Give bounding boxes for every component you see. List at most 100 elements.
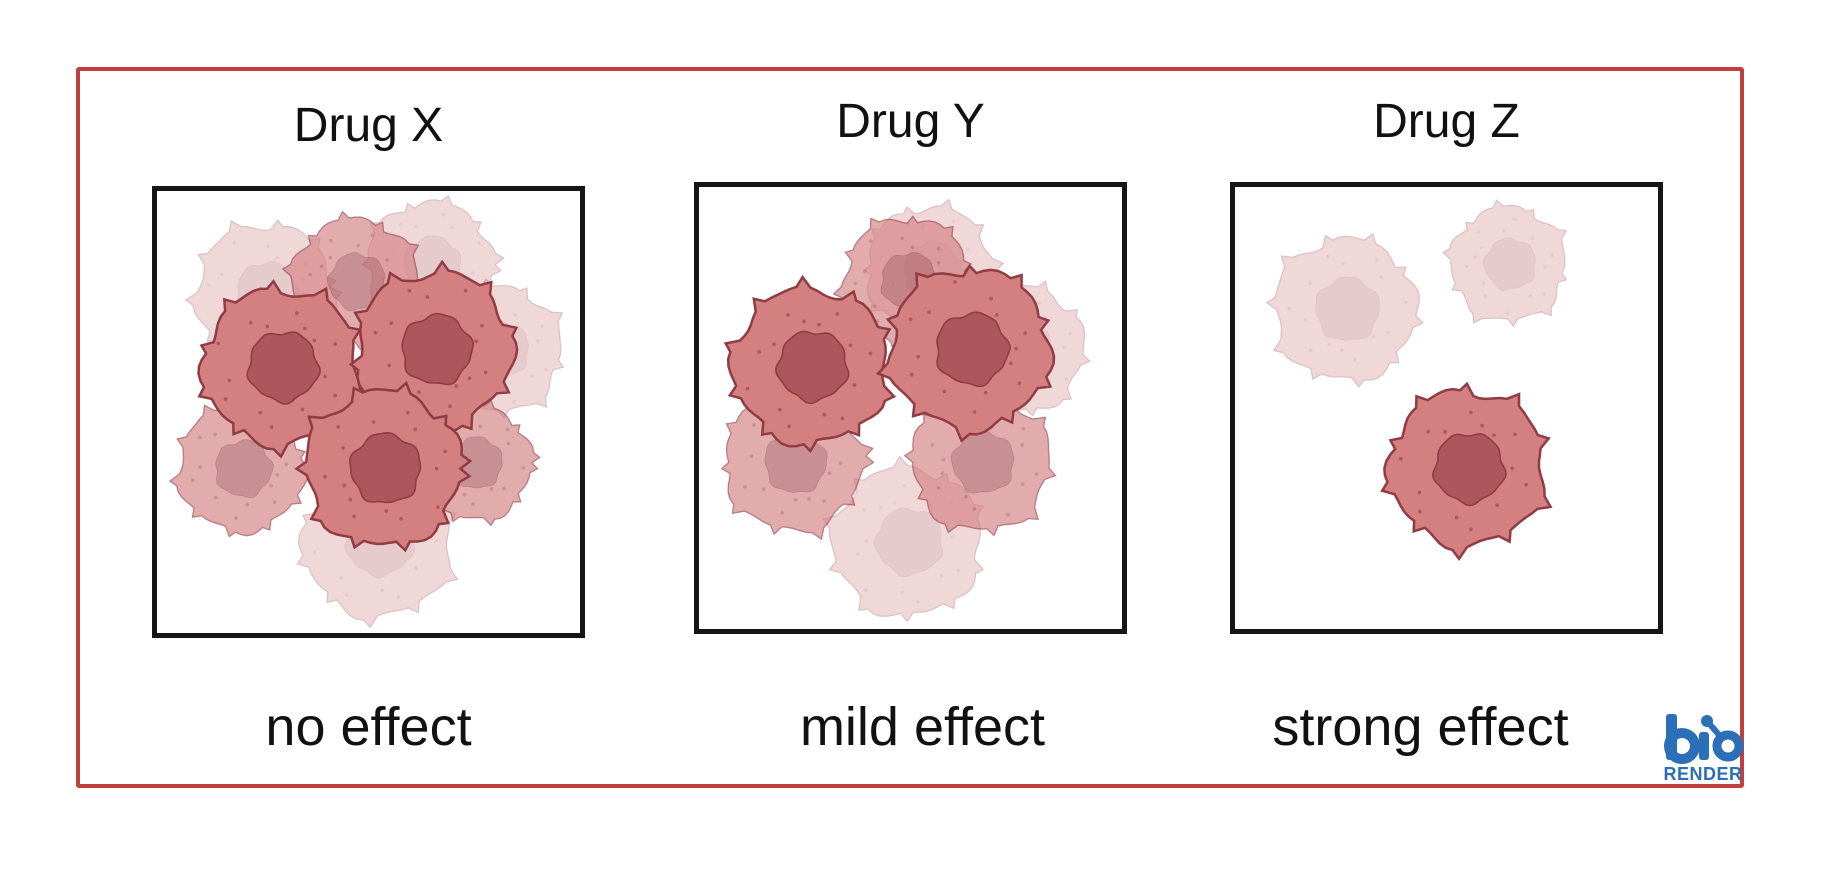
cell-granule <box>319 264 324 269</box>
cell-granule <box>863 588 868 592</box>
cell-granule <box>373 330 378 335</box>
cell-granule <box>1481 281 1486 286</box>
cell-granule <box>835 312 840 316</box>
cell-granule <box>936 246 941 251</box>
cell-granule <box>339 576 344 580</box>
cell-granule <box>216 341 221 346</box>
cell-granule <box>483 370 488 375</box>
cell-granule <box>266 244 271 249</box>
cell-granule <box>817 322 821 327</box>
cell-granule <box>1454 515 1459 520</box>
cell-granule <box>329 238 333 243</box>
cell-granule <box>1287 306 1292 311</box>
cell-granule <box>862 507 866 512</box>
cell-granule <box>300 407 305 412</box>
cell-granule <box>417 390 421 394</box>
cell-granule <box>227 378 232 383</box>
cell-granule <box>936 260 941 265</box>
biorender-logo-text: RENDER <box>1663 764 1743 784</box>
cell-granule <box>1510 466 1515 471</box>
cell-granule <box>940 471 945 475</box>
cell-granule <box>399 222 403 227</box>
cell-granule <box>312 550 317 555</box>
cell-granule <box>511 399 516 404</box>
cell-granule <box>272 500 277 505</box>
cell-granule <box>1513 432 1517 437</box>
cell-granule <box>916 354 920 359</box>
cell-granule <box>436 505 440 509</box>
cell-granule <box>384 509 389 513</box>
cell-granule <box>303 326 307 331</box>
cell-viable <box>294 381 473 553</box>
cell-granule <box>902 483 907 488</box>
cell-granule <box>348 497 353 502</box>
cell-granule <box>385 258 389 262</box>
cell-granule <box>513 313 518 317</box>
panel-drug-x-cells <box>152 186 585 638</box>
cell-granule <box>198 435 202 440</box>
cell-granule <box>223 397 228 401</box>
cell-nucleus <box>349 432 422 504</box>
cell-granule <box>780 511 785 515</box>
cell-granule <box>1469 527 1473 532</box>
cell-granule <box>868 351 873 356</box>
cell-granule <box>1327 342 1331 347</box>
cell-granule <box>1501 229 1506 233</box>
cell-granule <box>1543 265 1547 269</box>
cell-granule <box>778 407 782 412</box>
cell-granule <box>1473 255 1478 259</box>
figure-frame <box>76 67 1744 788</box>
cell-granule <box>743 484 747 489</box>
cell-granule <box>328 255 333 260</box>
cell-granule <box>333 342 337 346</box>
cell-granule <box>762 487 766 491</box>
cell-nucleus <box>1482 237 1536 291</box>
cell-granule <box>1341 261 1345 266</box>
cell-cluster-illustration <box>169 194 565 629</box>
cell-granule <box>951 219 956 224</box>
cell-granule <box>407 288 412 293</box>
cell-nucleus <box>246 331 321 405</box>
cell-viable <box>723 274 897 454</box>
cell-granule <box>341 446 345 450</box>
cell-dying <box>1442 199 1568 328</box>
cell-granule <box>342 483 347 488</box>
cell-granule <box>1034 472 1039 477</box>
cell-granule <box>869 239 873 243</box>
cell-granule <box>1404 300 1408 304</box>
cell-granule <box>1479 245 1484 250</box>
cell-granule <box>480 323 484 328</box>
cell-nucleus <box>873 507 944 578</box>
cell-granule <box>1550 253 1555 258</box>
cell-granule <box>275 473 280 477</box>
cell-granule <box>972 507 977 511</box>
cell-granule <box>544 367 548 372</box>
panel-title-drug-z: Drug Z <box>1373 95 1520 148</box>
cell-granule <box>396 595 401 599</box>
cell-granule <box>941 457 946 462</box>
cell-granule <box>234 516 238 520</box>
cell-cluster-illustration <box>720 198 1091 623</box>
cell-granule <box>502 486 506 491</box>
cell-granule <box>972 410 977 414</box>
cell-granule <box>323 374 327 379</box>
cell-dying <box>1265 232 1424 388</box>
cell-granule <box>1303 317 1308 322</box>
cell-granule <box>434 539 439 543</box>
cell-granule <box>787 424 791 429</box>
cell-granule <box>1308 281 1312 286</box>
cell-granule <box>269 483 273 488</box>
cell-viable <box>1380 381 1553 562</box>
cell-granule <box>308 272 312 277</box>
cell-granule <box>1464 264 1469 269</box>
cell-granule <box>1398 457 1403 461</box>
cell-granule <box>802 319 806 324</box>
cell-granule <box>434 466 439 471</box>
cell-granule <box>749 454 754 458</box>
cell-granule <box>530 374 534 378</box>
cell-granule <box>536 338 540 343</box>
cell-granule <box>848 343 853 348</box>
cell-granule <box>909 372 914 377</box>
cell-granule <box>908 317 913 322</box>
cell-granule <box>269 425 274 430</box>
